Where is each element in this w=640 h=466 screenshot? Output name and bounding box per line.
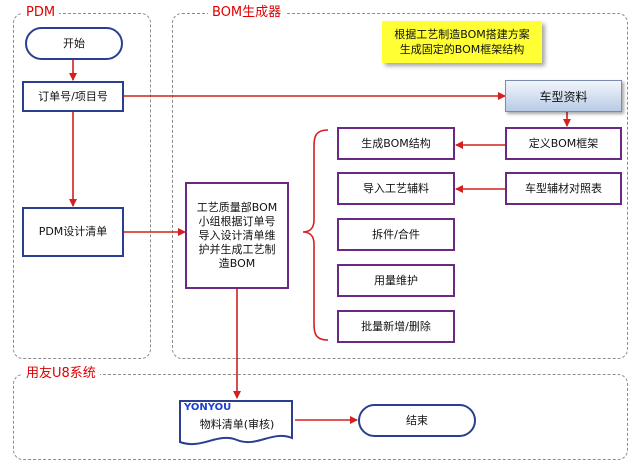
define-bom-frame-label: 定义BOM框架 [528, 136, 599, 150]
generate-bom-structure-label: 生成BOM结构 [361, 136, 431, 150]
vehicle-data-node: 车型资料 [505, 80, 622, 112]
bom-generator-region-title: BOM生成器 [208, 5, 286, 21]
start-node: 开始 [25, 27, 123, 60]
usage-maintenance-node: 用量维护 [337, 264, 455, 297]
order-number-label: 订单号/项目号 [38, 89, 108, 103]
bom-framework-note: 根据工艺制造BOM搭建方案 生成固定的BOM框架结构 [382, 21, 542, 63]
process-group-line-5: 造BOM [218, 256, 256, 270]
u8-region-title: 用友U8系统 [22, 366, 100, 382]
note-line-1: 根据工艺制造BOM搭建方案 [394, 28, 530, 41]
order-number-node: 订单号/项目号 [22, 81, 124, 112]
process-group-line-4: 护并生成工艺制 [198, 242, 276, 256]
note-line-2: 生成固定的BOM框架结构 [399, 43, 525, 56]
batch-add-delete-node: 批量新增/删除 [337, 310, 455, 343]
generate-bom-structure-node: 生成BOM结构 [337, 127, 455, 160]
vehicle-data-label: 车型资料 [539, 89, 588, 104]
process-group-line-1: 工艺质量部BOM [196, 200, 278, 214]
split-merge-node: 拆件/合件 [337, 218, 455, 251]
end-label: 结束 [406, 413, 428, 427]
process-group-line-3: 导入设计清单维 [198, 228, 276, 242]
material-list-label: 物料清单(审核) [199, 418, 275, 431]
pdm-region [13, 13, 151, 359]
define-bom-frame-node: 定义BOM框架 [505, 127, 622, 160]
pdm-region-title: PDM [22, 5, 60, 21]
split-merge-label: 拆件/合件 [372, 227, 420, 241]
usage-maintenance-label: 用量维护 [374, 273, 418, 287]
end-node: 结束 [358, 404, 476, 437]
vehicle-material-table-label: 车型辅材对照表 [525, 181, 602, 195]
brace [302, 129, 329, 341]
material-list-node [179, 400, 293, 446]
import-process-materials-node: 导入工艺辅料 [337, 172, 455, 205]
batch-add-delete-label: 批量新增/删除 [361, 319, 431, 333]
vehicle-material-table-node: 车型辅材对照表 [505, 172, 622, 205]
import-process-materials-label: 导入工艺辅料 [363, 181, 429, 195]
process-group-node: 工艺质量部BOM 小组根据订单号 导入设计清单维 护并生成工艺制 造BOM [185, 182, 289, 289]
start-label: 开始 [63, 36, 85, 50]
pdm-design-list-label: PDM设计清单 [38, 225, 108, 238]
process-group-line-2: 小组根据订单号 [198, 214, 276, 228]
yonyou-brand-label: YONYOU [184, 402, 232, 413]
pdm-design-list-node: PDM设计清单 [22, 207, 124, 257]
bom-generator-region [172, 13, 628, 359]
u8-region [13, 374, 628, 460]
